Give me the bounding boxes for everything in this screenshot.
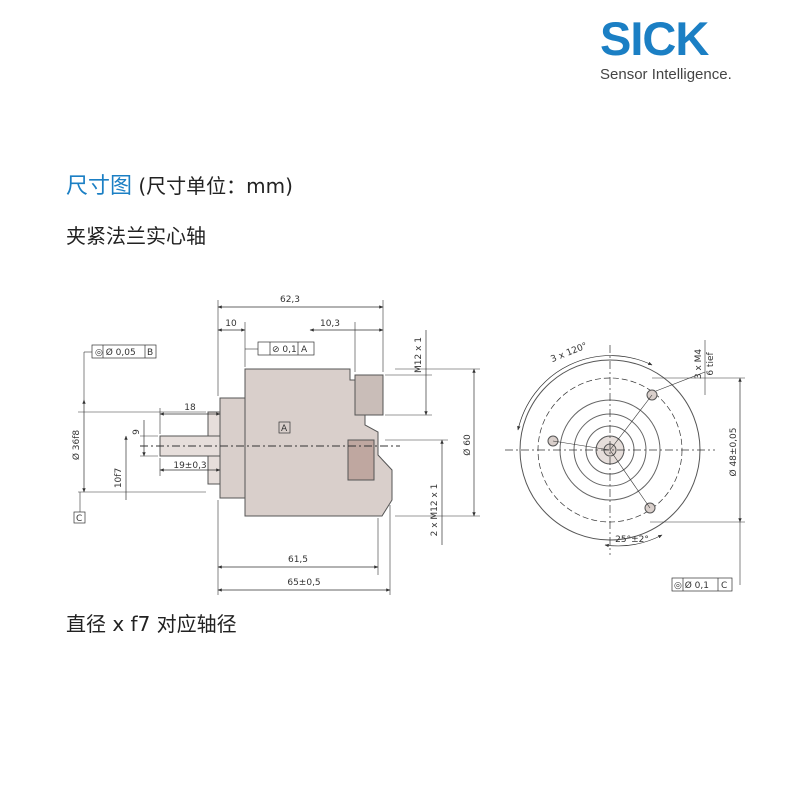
label-overall: 65±0,5: [287, 578, 320, 588]
tol-frame-concentricity: [91, 344, 157, 359]
page-subtitle: 夹紧法兰实心轴: [66, 224, 206, 248]
leader-holes: [655, 371, 706, 392]
tol-frame-flatness: [257, 341, 315, 356]
label-flange-offset: 10: [225, 319, 237, 329]
label-datum-a: A: [281, 424, 288, 434]
label-total-length: 62,3: [280, 295, 300, 305]
label-datum-b: B: [147, 348, 153, 358]
label-bolt-circle: Ø 48±0,05: [728, 428, 739, 477]
label-housing: Ø 60: [462, 434, 473, 456]
footer-note: 直径 x f7 对应轴径: [66, 612, 237, 636]
label-holes: 3 x M4: [694, 349, 704, 380]
label-shaft-fit: 19±0,3: [173, 461, 206, 471]
datum-box-c: [73, 511, 86, 524]
page-title-unit: (尺寸单位：mm): [138, 174, 293, 198]
label-connector-side: 2 x M12 x 1: [430, 484, 440, 537]
clamping-flange: [219, 397, 246, 499]
label-angle: 3 x 120°: [550, 341, 589, 365]
label-body-length: 61,5: [288, 555, 308, 565]
dim-arc-offset: [604, 534, 663, 548]
tol-frame-position: [671, 577, 733, 592]
brand-tagline: Sensor Intelligence.: [600, 66, 732, 83]
label-datum-c: C: [76, 514, 82, 524]
label-shaft-length: 18: [184, 403, 196, 413]
label-tol-flatness: ⊘ 0,1: [272, 345, 297, 355]
front-view: [505, 340, 745, 592]
top-connector: [354, 374, 384, 416]
dim-arc-angle: [517, 355, 653, 431]
sick-logo: SICK Sensor Intelligence.: [600, 12, 780, 84]
label-datum-c-front: C: [721, 581, 727, 591]
label-shaft-diameter: 10f7: [114, 468, 124, 488]
side-connector: [347, 439, 375, 481]
label-tol-position: ◎ Ø 0,1: [674, 580, 709, 591]
brand-name: SICK: [600, 12, 709, 65]
label-depth: 6 tief: [706, 352, 716, 376]
page-title: 尺寸图 (尺寸单位：mm): [66, 168, 293, 200]
side-view: [73, 300, 480, 595]
label-spigot: Ø 36f8: [71, 430, 82, 461]
label-offset-angle: 25°±2°: [615, 535, 649, 545]
label-connector: 10,3: [320, 319, 340, 329]
label-datum-a-frame: A: [301, 345, 308, 355]
label-tol-concentricity: ◎ Ø 0,05: [95, 347, 136, 358]
datum-box-a: [278, 421, 291, 434]
label-flat: 9: [132, 429, 142, 435]
side-view-labels: 62,3 10 10,3 18 19±0,3 9 10f7 Ø 36f8 61,…: [71, 295, 473, 588]
page-title-main: 尺寸图: [66, 174, 133, 199]
label-connector-top: M12 x 1: [414, 337, 424, 373]
